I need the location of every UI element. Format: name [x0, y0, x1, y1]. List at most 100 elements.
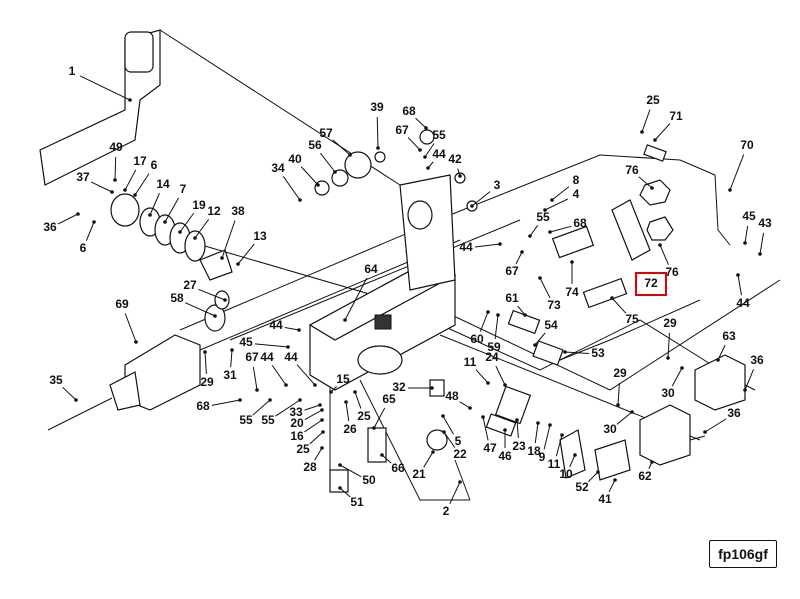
callout-label: 2 [443, 504, 450, 518]
arrow-head [74, 398, 78, 402]
arrow-head [743, 241, 747, 245]
callout-label: 44 [432, 147, 446, 161]
arrow-head [563, 350, 567, 354]
leader-arrow [539, 277, 551, 299]
callout-label: 29 [663, 316, 677, 330]
callout-label: 18 [527, 444, 541, 458]
arrow-head [431, 450, 435, 454]
leader-arrow [354, 391, 362, 409]
leader-arrow [564, 351, 590, 354]
arrow-head [230, 348, 234, 352]
leader-arrow [495, 365, 506, 386]
callout-label: 36 [750, 353, 764, 367]
callout-label: 25 [646, 93, 660, 107]
leader-arrow [185, 302, 216, 317]
arrow-head [650, 186, 654, 190]
arrow-head [316, 183, 320, 187]
leader-arrow [729, 154, 745, 191]
leader-arrow [475, 369, 489, 384]
callout-label: 36 [43, 220, 57, 234]
leader-arrow [339, 487, 351, 498]
callout-label: 16 [290, 429, 304, 443]
leader-arrow [252, 399, 271, 416]
callout-label: 49 [109, 140, 123, 154]
leader-arrow [424, 143, 435, 158]
callout-label: 54 [544, 318, 558, 332]
leader-arrow [529, 225, 539, 237]
arrow-head [418, 148, 422, 152]
arrow-head [441, 414, 445, 418]
callout-label-highlighted: 72 [644, 276, 658, 290]
callout-label: 55 [536, 210, 550, 224]
callout-label: 44 [459, 240, 473, 254]
callout-label: 23 [512, 439, 526, 453]
callout-label: 59 [487, 340, 501, 354]
leader-arrow [407, 137, 421, 151]
leader-arrow [737, 274, 742, 296]
leader-arrow [221, 220, 236, 259]
leader-arrow [704, 418, 727, 433]
leader-arrow [474, 243, 501, 248]
leader-arrow [344, 277, 368, 321]
callout-label: 36 [727, 406, 741, 420]
callout-label: 4 [573, 187, 580, 201]
leader-arrow [744, 225, 749, 244]
arrow-head [458, 480, 462, 484]
callout-label: 30 [661, 386, 675, 400]
arrow-head [333, 170, 337, 174]
arrow-head [743, 388, 747, 392]
leader-arrow [381, 454, 392, 464]
arrow-head [238, 398, 242, 402]
callout-label: 30 [603, 422, 617, 436]
callout-label: 73 [547, 298, 561, 312]
leader-arrow [534, 332, 546, 346]
arrow-head [380, 453, 384, 457]
leader-arrow [641, 109, 651, 133]
highlight-box-72 [635, 272, 667, 296]
drive-motor [47, 334, 201, 431]
arrow-head [163, 220, 167, 224]
arrow-head [113, 178, 117, 182]
callout-label: 10 [559, 467, 573, 481]
callout-label: 35 [49, 373, 63, 387]
leader-arrow [611, 297, 627, 314]
arrow-head [703, 430, 707, 434]
leader-arrow [671, 367, 683, 387]
arrow-head [426, 166, 430, 170]
arrow-head [666, 356, 670, 360]
leader-arrow [515, 251, 523, 265]
leader-arrow [164, 197, 180, 223]
arrow-head [515, 418, 519, 422]
callout-label: 31 [223, 368, 237, 382]
arrow-head [468, 406, 472, 410]
arrow-head [423, 155, 427, 159]
arrow-head [128, 98, 132, 102]
leader-arrow [549, 225, 572, 233]
callout-label: 20 [290, 416, 304, 430]
arrow-head [498, 242, 502, 246]
callout-label: 22 [453, 447, 467, 461]
arrow-head [550, 198, 554, 202]
arrow-head [220, 256, 224, 260]
leader-arrow [442, 415, 454, 435]
leader-arrow [569, 454, 576, 467]
callout-label: 25 [296, 442, 310, 456]
arrow-head [236, 262, 240, 266]
arrow-head [503, 383, 507, 387]
arrow-head [486, 310, 490, 314]
leader-arrow [134, 173, 150, 196]
leader-arrow [124, 313, 137, 343]
leader-arrow [275, 399, 301, 417]
callout-label: 62 [638, 469, 652, 483]
callout-label: 19 [192, 198, 206, 212]
arrow-head [613, 478, 617, 482]
arrow-head [736, 273, 740, 277]
arrow-head [543, 208, 547, 212]
leader-arrow [449, 481, 461, 505]
arrow-head [523, 313, 527, 317]
leader-arrow [254, 343, 289, 348]
callout-label: 44 [260, 350, 274, 364]
arrow-head [758, 252, 762, 256]
